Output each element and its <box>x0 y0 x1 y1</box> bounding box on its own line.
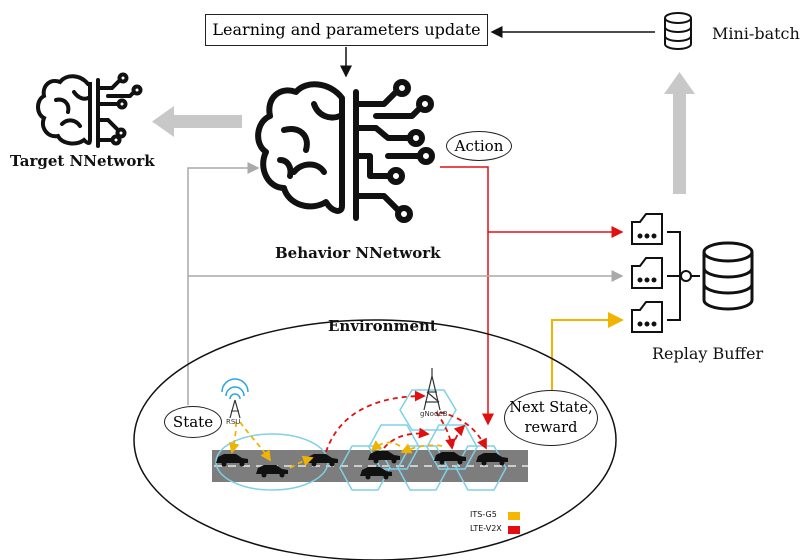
reward-arrow-to-replay <box>551 312 624 392</box>
gnodeb-label: gNodeB <box>420 410 448 418</box>
behavior-network-label: Behavior NNetwork <box>275 244 441 262</box>
vehicle-icon <box>434 452 466 465</box>
vehicle-icon <box>360 467 392 480</box>
replay-buffer-label: Replay Buffer <box>652 344 764 363</box>
replay-to-minibatch-big-arrow <box>664 72 695 194</box>
rsu-label: RSU <box>226 418 241 426</box>
replay-buffer-database-icon <box>702 241 754 311</box>
target-network-label: Target NNetwork <box>10 152 155 170</box>
vehicle-icon <box>368 451 400 464</box>
behavior-to-target-big-arrow <box>152 106 242 137</box>
environment-label: Environment <box>328 317 437 335</box>
next-state-reward-bubble: Next State, reward <box>504 390 598 446</box>
minibatch-label: Mini-batch <box>712 24 800 43</box>
action-label: Action <box>454 137 504 155</box>
legend-its-g5-swatch <box>508 512 520 520</box>
gnodeb-tower-icon <box>423 368 441 411</box>
rsu-antenna-icon <box>221 378 249 419</box>
next-state-label: Next State, <box>509 400 593 416</box>
replay-memory-icon <box>631 213 663 245</box>
vehicle-icon <box>256 465 288 478</box>
reward-label: reward <box>524 420 578 436</box>
replay-memory-icon <box>631 257 663 289</box>
environment-ellipse <box>133 319 617 560</box>
legend-lte-v2x-label: LTE-V2X <box>470 524 502 533</box>
replay-memory-icon <box>631 301 663 333</box>
target-network-brain-icon <box>36 72 143 148</box>
vehicle-icon <box>476 453 508 466</box>
replay-bracket <box>667 231 700 321</box>
state-arrow-to-behavior <box>187 162 260 405</box>
learning-update-box: Learning and parameters update <box>205 14 488 46</box>
state-label: State <box>172 413 214 431</box>
cellular-coverage-hexagons <box>339 389 507 491</box>
lte-v2x-links <box>325 390 487 453</box>
minibatch-database-icon <box>664 12 692 50</box>
vehicle-icon <box>216 454 248 467</box>
action-arrow-to-environment <box>440 166 494 426</box>
legend-lte-v2x-swatch <box>508 526 520 534</box>
state-bubble: State <box>164 406 222 438</box>
its-g5-links <box>228 421 443 469</box>
behavior-network-brain-icon <box>255 79 435 223</box>
action-bubble: Action <box>446 131 512 161</box>
learning-update-label: Learning and parameters update <box>212 20 481 39</box>
legend-its-g5-label: ITS-G5 <box>470 510 497 519</box>
